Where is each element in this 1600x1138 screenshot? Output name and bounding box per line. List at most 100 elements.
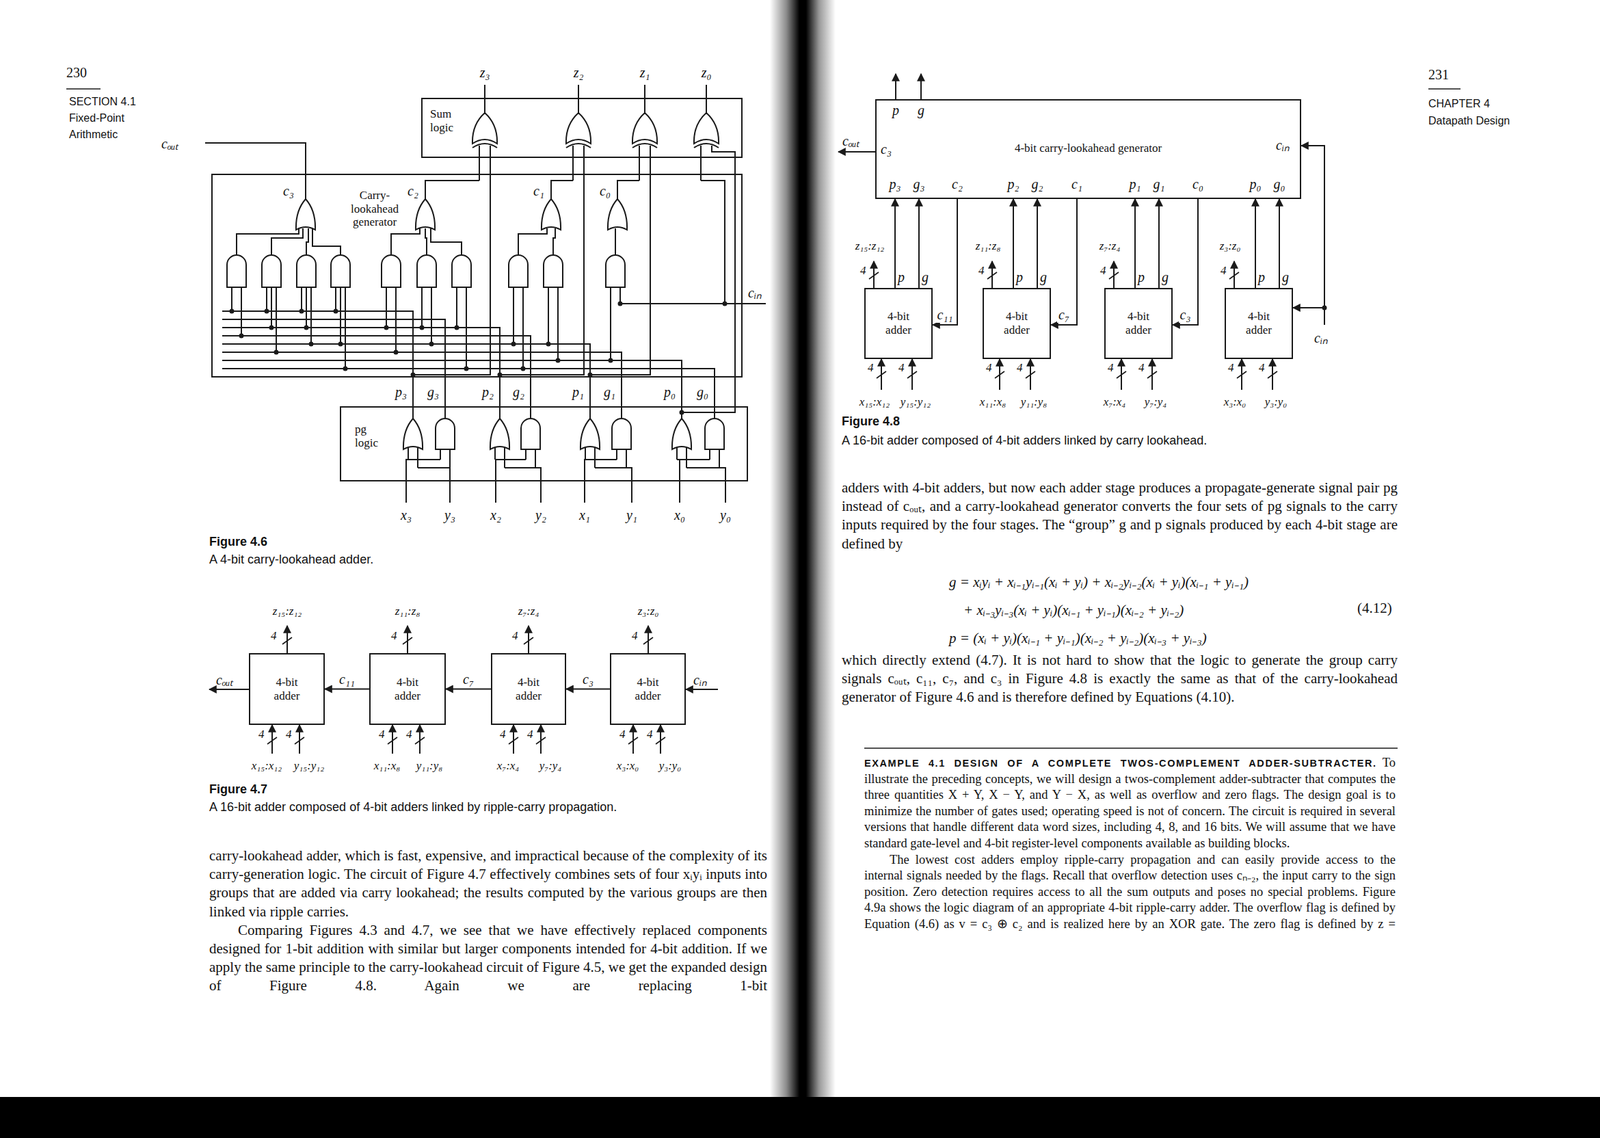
signal-arrow xyxy=(527,625,530,653)
carry-label: c₁₁ xyxy=(337,671,357,688)
bus-label: z₃:z₀ xyxy=(637,604,660,619)
signal-arrow xyxy=(911,358,913,390)
and-gate xyxy=(227,255,725,450)
signal-arrow xyxy=(1241,358,1243,390)
bus-label: 4 xyxy=(619,727,626,742)
bus-label: y₁₅:y₁₂ xyxy=(900,395,931,409)
running-head: Datapath Design xyxy=(1428,114,1510,128)
signal-label: g xyxy=(1282,269,1289,286)
signal-label: cₒᵤₜ xyxy=(216,670,234,689)
connector xyxy=(445,688,491,690)
book-spine-shadow xyxy=(769,0,836,1138)
running-head: Fixed-Point xyxy=(69,112,125,125)
page-number: 230 xyxy=(66,64,87,81)
bus-label: 4 xyxy=(1100,263,1107,278)
bus-label: 4 xyxy=(527,727,534,742)
signal-arrow xyxy=(1113,261,1115,288)
signal-arrow xyxy=(1029,358,1032,390)
signal-arrow xyxy=(895,73,897,100)
signal-label: cᵢₙ xyxy=(693,670,708,689)
signal-arrow xyxy=(998,358,1001,390)
signal-label: g₃ xyxy=(427,384,439,400)
figure-caption: A 16-bit adder composed of 4-bit adders … xyxy=(209,800,617,815)
signal-label: c₂ xyxy=(951,176,963,193)
bus-label: z₁₅:z₁₂ xyxy=(272,604,303,619)
signal-label: x₃ xyxy=(400,507,412,524)
bus-label: 4 xyxy=(978,263,985,278)
signal-arrow xyxy=(1151,358,1153,390)
equation: + xᵢ₋₃yᵢ₋₃(xᵢ + yᵢ)(xᵢ₋₁ + yᵢ₋₁)(xᵢ₋₂ + … xyxy=(963,599,1184,619)
bus-label: z₇:z₄ xyxy=(518,604,540,619)
carry-label: c₃ xyxy=(1178,307,1193,323)
box-label: 4-bit adder xyxy=(880,309,917,337)
signal-label: c₀ xyxy=(1192,176,1204,193)
connector xyxy=(566,688,610,690)
adder-box: 4-bit adder xyxy=(248,652,325,725)
wire xyxy=(205,84,766,503)
connector xyxy=(1278,198,1280,288)
signal-label: g xyxy=(1161,269,1169,286)
figure-number: Figure 4.6 xyxy=(209,534,268,550)
signal-label: p₁ xyxy=(572,384,584,400)
bus-label: z₇:z₄ xyxy=(1099,239,1121,253)
page-number: 231 xyxy=(1428,67,1449,83)
xor-gate-arc xyxy=(472,143,719,148)
running-head: Arithmetic xyxy=(69,128,118,141)
bus-label: x₁₅:x₁₂ xyxy=(859,395,890,409)
connector xyxy=(932,198,958,325)
body-text: adders with 4-bit adders, but now each a… xyxy=(841,478,1398,554)
bus-label: x₇:x₄ xyxy=(497,758,520,773)
signal-label: y₂ xyxy=(535,507,547,524)
signal-label: cₒᵤₜ xyxy=(842,131,860,150)
signal-arrow xyxy=(286,625,288,653)
adder-box: 4-bit adder xyxy=(609,652,686,725)
signal-label: g₁ xyxy=(1153,176,1166,193)
signal-label: x₀ xyxy=(674,507,686,524)
signal-label: g₀ xyxy=(696,384,709,400)
carry-label: c₃ xyxy=(581,671,595,688)
equation-number: (4.12) xyxy=(1357,599,1393,617)
bus-label: y₇:y₄ xyxy=(539,758,563,773)
signal-arrow xyxy=(920,73,922,100)
signal-label: x₁ xyxy=(579,507,591,524)
signal-label: cᵢₙ xyxy=(1314,328,1328,347)
signal-label: g₂ xyxy=(512,384,525,400)
bus-label: 4 xyxy=(285,727,292,742)
signal-arrow xyxy=(1120,358,1123,390)
body-text: which directly extend (4.7). It is not h… xyxy=(841,650,1398,708)
signal-arrow xyxy=(1012,198,1015,288)
signal-label: c₁ xyxy=(1071,176,1083,193)
signal-arrow xyxy=(391,724,394,754)
figure-caption: A 4-bit carry-lookahead adder. xyxy=(209,552,374,567)
signal-label: p xyxy=(897,269,905,286)
bus-label: 4 xyxy=(258,727,265,742)
bus-label: 4 xyxy=(898,361,905,375)
connector xyxy=(1172,198,1198,325)
signal-label: y₀ xyxy=(720,507,731,524)
bus-label: y₁₁:y₈ xyxy=(1020,395,1047,409)
signal-label: c₃ xyxy=(283,183,295,199)
running-head: CHAPTER 4 xyxy=(1428,97,1490,111)
signal-arrow xyxy=(1254,198,1257,288)
adder-box: 4-bit adder xyxy=(864,287,933,359)
bus-label: z₃:z₀ xyxy=(1219,239,1242,253)
box-label: Carry- lookahead generator xyxy=(345,188,405,230)
xor-gate xyxy=(472,112,719,144)
signal-arrow xyxy=(540,724,542,754)
bus-label: x₁₁:x₈ xyxy=(374,758,400,773)
generator-box: 4-bit carry-lookahead generator xyxy=(875,99,1302,199)
signal-arrow xyxy=(406,625,409,653)
signal-label: p₂ xyxy=(1007,176,1020,193)
signal-label: z₃ xyxy=(480,64,491,81)
signal-label: p₁ xyxy=(1129,176,1142,193)
logic-block: pg logic xyxy=(339,406,749,482)
signal-arrow xyxy=(880,358,883,390)
box-label: 4-bit adder xyxy=(998,309,1035,337)
signal-label: z₁ xyxy=(640,64,651,81)
adder-box: 4-bit adder xyxy=(490,652,567,725)
bus-label: y₁₅:y₁₂ xyxy=(294,758,325,773)
bus-label: 4 xyxy=(646,727,653,742)
signal-arrow xyxy=(1233,261,1235,288)
signal-arrow xyxy=(894,198,896,288)
signal-arrow xyxy=(271,724,273,754)
